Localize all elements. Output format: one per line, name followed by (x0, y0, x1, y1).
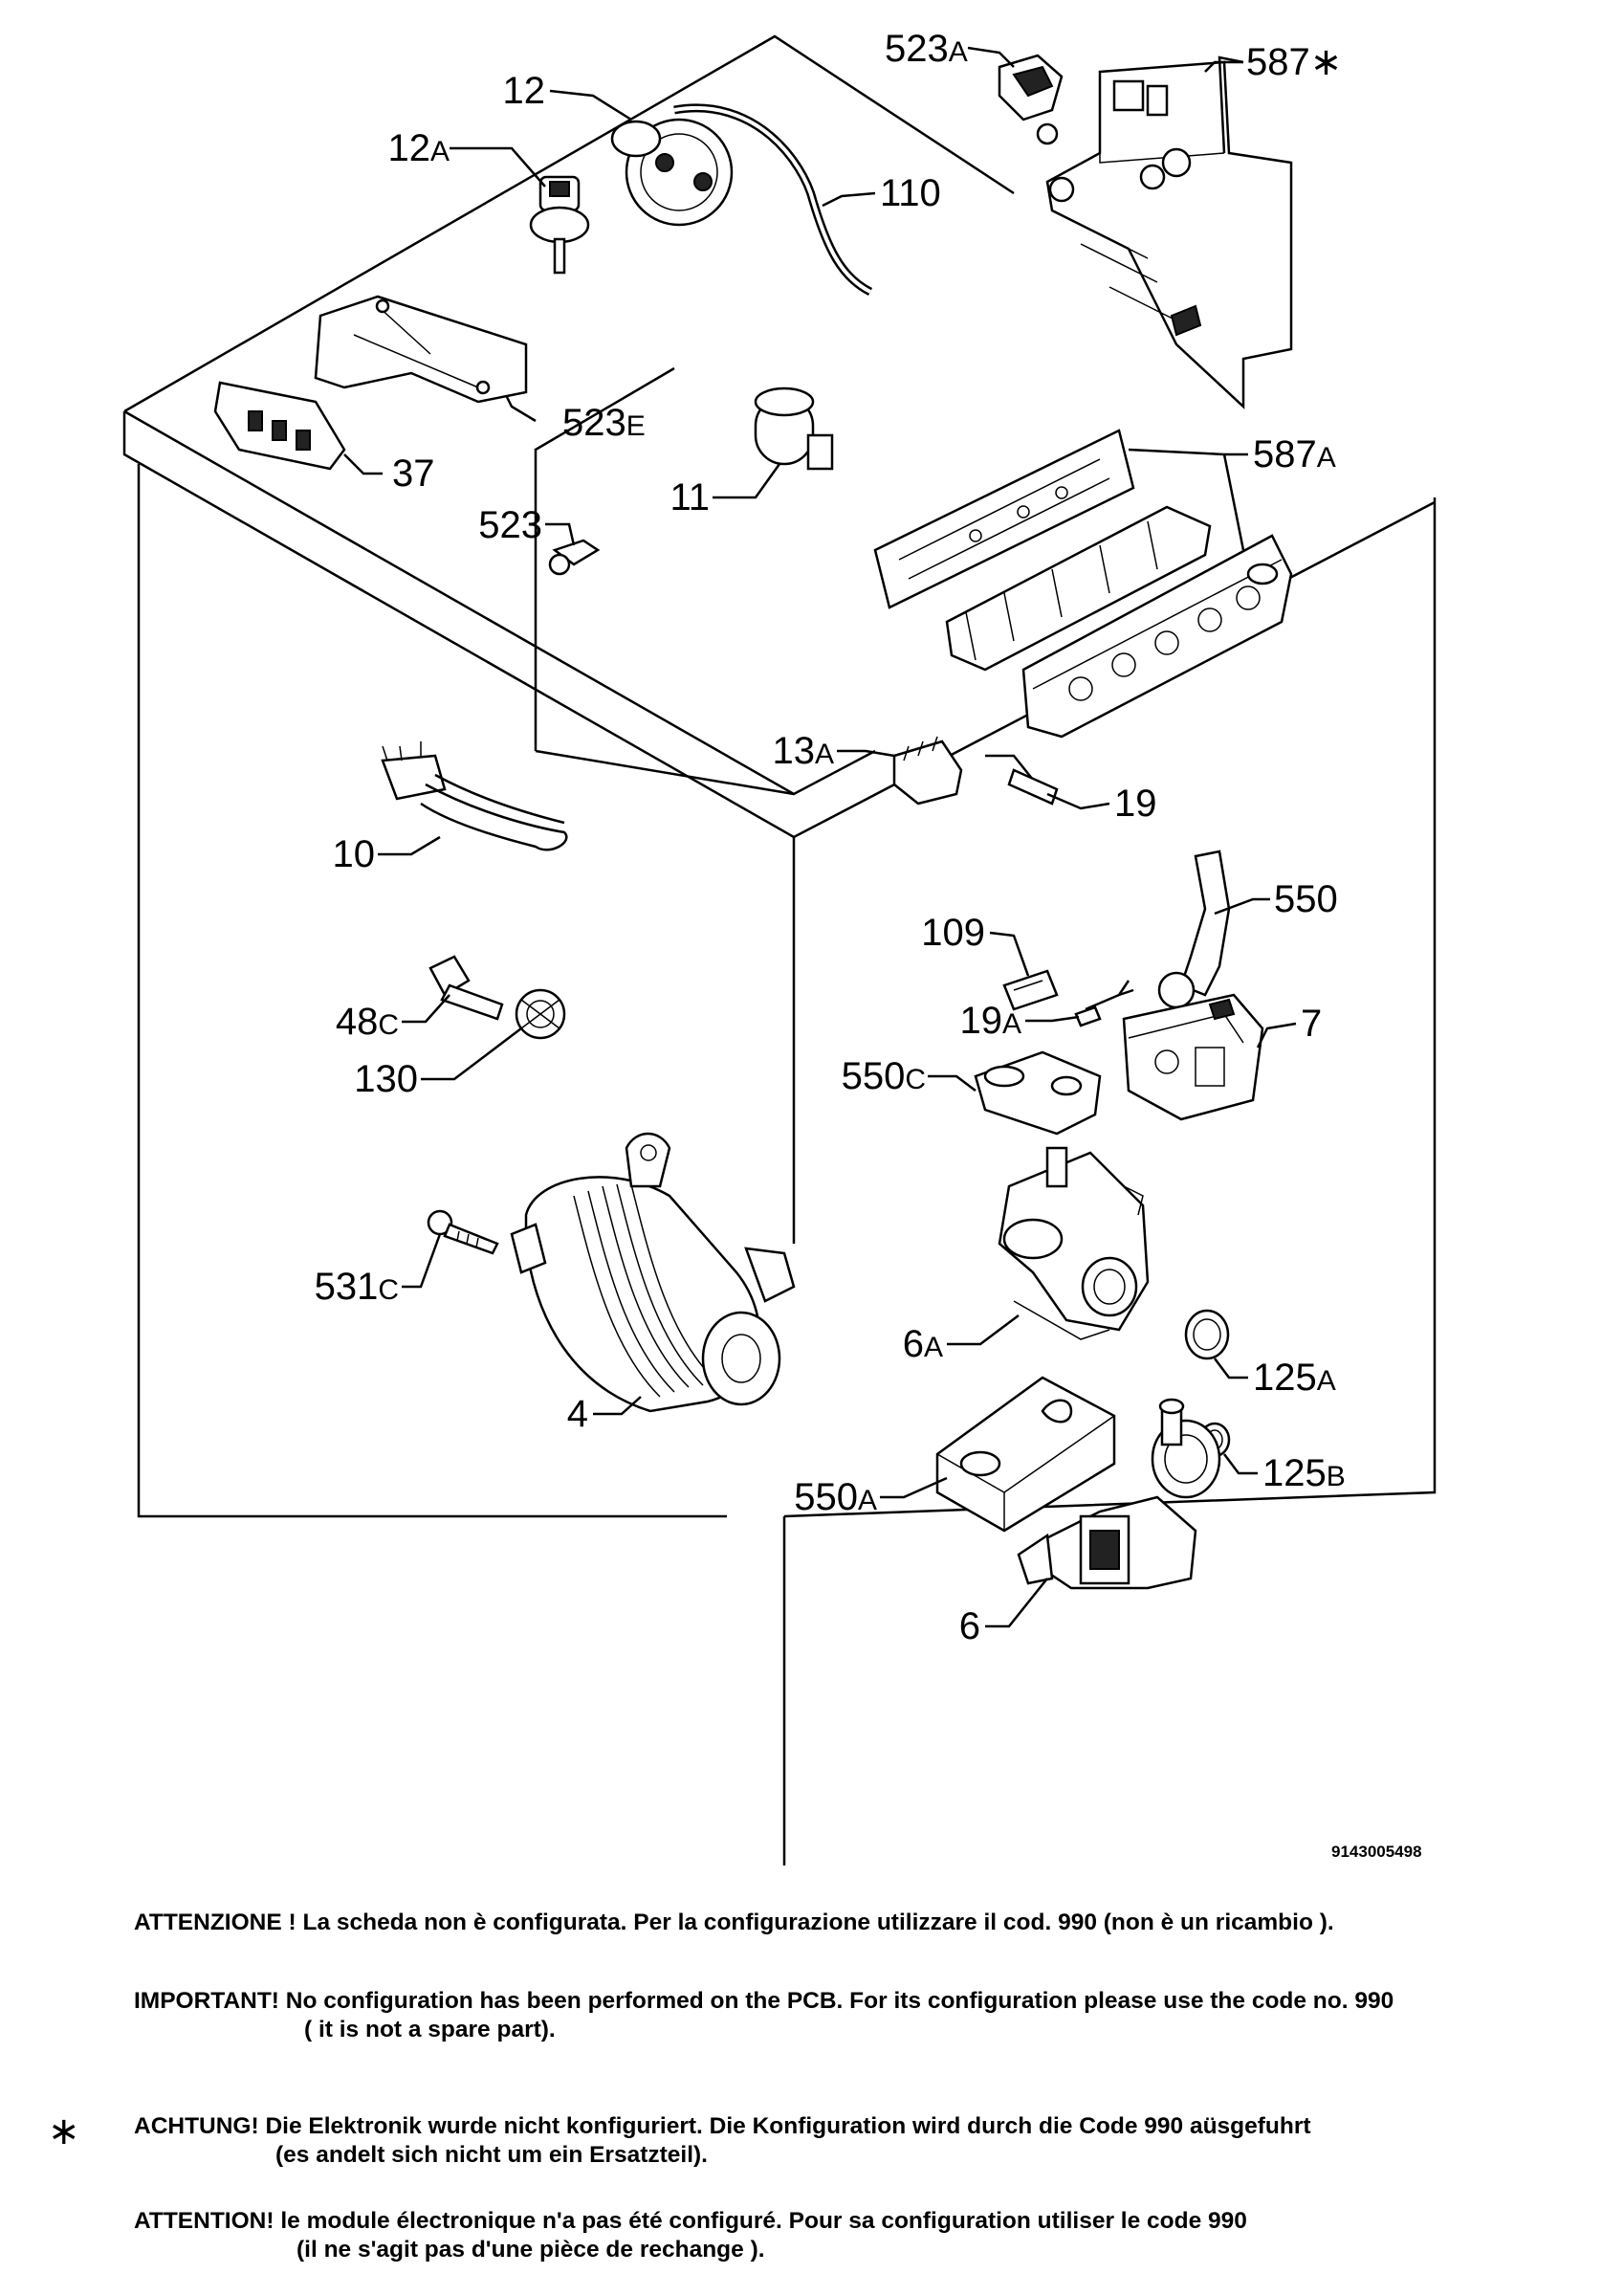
document-number: 9143005498 (1331, 1843, 1422, 1861)
motor-part (510, 1132, 796, 1413)
asterisk-marker: ∗ (48, 2110, 80, 2152)
pressure-switch-part (610, 118, 734, 227)
nut-part (515, 988, 566, 1040)
callout-label: 523E (562, 402, 646, 444)
note-english-line2: ( it is not a spare part). (304, 2017, 556, 2042)
callout-label: 12A (387, 127, 450, 169)
terminal-block-part (213, 381, 346, 471)
heating-element-part (381, 741, 568, 851)
door-lever-part (1157, 850, 1231, 1009)
callout-label: 11 (669, 476, 710, 519)
wiring-bracket-part (314, 295, 528, 404)
callout-label: 6A (903, 1323, 943, 1365)
callout-label: 109 (921, 912, 985, 954)
door-lock-part (1122, 993, 1264, 1121)
callout-label: 523 (478, 504, 542, 546)
callout-label: 587∗ (1246, 41, 1342, 83)
callout-label: 10 (333, 833, 376, 875)
door-sensor-wire-part (1074, 980, 1134, 1027)
callout-label: 523A (885, 28, 968, 70)
pump-housing-part (998, 1146, 1150, 1340)
callout-label: 531C (315, 1266, 399, 1308)
callout-label: 110 (880, 172, 941, 214)
seal-ring-a-part (1184, 1309, 1230, 1360)
callout-label: 4 (567, 1393, 588, 1435)
callout-label: 48C (336, 1001, 399, 1043)
note-english: IMPORTANT! No configuration has been per… (134, 1987, 1394, 2044)
note-german-line1: ACHTUNG! Die Elektronik wurde nicht konf… (134, 2113, 1311, 2139)
clip-part (548, 539, 601, 576)
note-french: ATTENTION! le module électronique n'a pa… (134, 2207, 1247, 2264)
callout-label: 550A (794, 1476, 877, 1518)
note-german-line2: (es andelt sich nicht um ein Ersatzteil)… (275, 2142, 708, 2168)
pump-cover-part (935, 1376, 1116, 1533)
leader-lines (343, 46, 1297, 1628)
note-italian: ATTENZIONE ! La scheda non è configurata… (134, 1909, 1334, 1937)
callout-label: 130 (354, 1058, 418, 1100)
control-panel-part (873, 429, 1293, 739)
motor-screw-part (427, 1209, 499, 1255)
filter-cover-part (1002, 969, 1059, 1011)
temperature-sensor-part (985, 754, 1059, 806)
callout-label: 550 (1274, 878, 1338, 920)
callout-label: 7 (1301, 1003, 1322, 1045)
callout-label: 587A (1253, 433, 1336, 475)
exploded-parts-diagram: 12 12A 110 523A 587∗ 523E 37 11 523 587A… (122, 28, 1437, 1866)
callout-label: 19A (959, 1000, 1021, 1042)
drain-cover-part (974, 1050, 1102, 1136)
callout-label: 13A (772, 730, 834, 772)
note-french-line1: ATTENTION! le module électronique n'a pa… (134, 2208, 1247, 2234)
callout-label: 6 (959, 1605, 980, 1647)
ntc-connector-part (892, 736, 963, 806)
callout-label: 19 (1114, 783, 1157, 825)
electronic-module-part (1045, 60, 1293, 409)
capacitor-part (754, 386, 834, 471)
pressure-sensor-part (529, 175, 590, 275)
drain-pump-part (1017, 1398, 1221, 1590)
callout-label: 12 (503, 70, 546, 112)
note-italian-text: ATTENZIONE ! La scheda non è configurata… (134, 1910, 1334, 1935)
note-german: ACHTUNG! Die Elektronik wurde nicht konf… (134, 2112, 1311, 2170)
callout-labels: 12 12A 110 523A 587∗ 523E 37 11 523 587A… (315, 28, 1346, 1647)
sensor-connector-part (998, 54, 1064, 145)
callout-label: 125B (1262, 1452, 1346, 1494)
note-english-line1: IMPORTANT! No configuration has been per… (134, 1988, 1394, 2014)
callout-label: 550C (842, 1055, 926, 1097)
callout-label: 37 (392, 453, 435, 495)
bolt-part (428, 955, 504, 1021)
note-french-line2: (il ne s'agit pas d'une pièce de rechang… (296, 2237, 765, 2263)
callout-label: 125A (1253, 1357, 1336, 1399)
